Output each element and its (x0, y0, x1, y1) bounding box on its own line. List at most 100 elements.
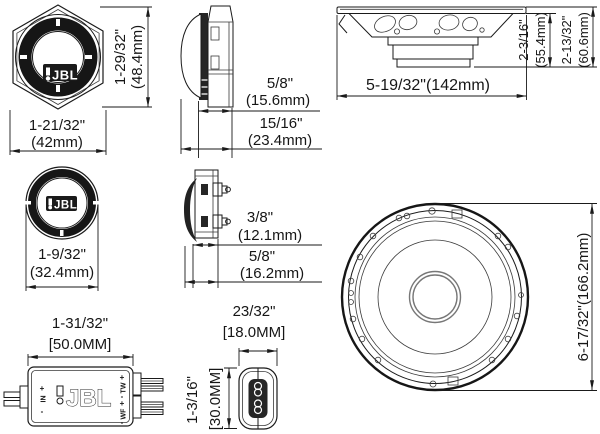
barrel-slot-1 (210, 26, 220, 41)
tweeter-small-dome-profile (184, 178, 197, 242)
tweeter-dome-profile (180, 13, 202, 99)
jbl-logo-mark-dot (45, 76, 51, 81)
woofer-surround-outer (354, 216, 516, 378)
ring-tick-bottom (56, 85, 60, 92)
woofer-total-depth-dim-1: 2-13/32" (559, 15, 574, 64)
woofer-cone-edge (377, 239, 493, 355)
magnet-ring (392, 44, 474, 60)
woofer-mount-depth-dim-2: (55.4mm) (533, 12, 548, 68)
dust-cap-outer (408, 270, 462, 324)
ring-tick-left (25, 201, 31, 205)
woofer-flange (336, 6, 527, 14)
input-prong-1 (3, 391, 21, 398)
tweeter-plus: + (120, 373, 125, 382)
woofer-plus: + (120, 399, 125, 408)
tweeter-small-depth1-dim-2: (12.1mm) (238, 227, 302, 244)
terminal-hole-4 (253, 405, 263, 415)
crossover-height-dim-2: [30.0MM] (207, 368, 224, 431)
input-label: IN (41, 396, 48, 403)
basket-hole-2 (433, 28, 440, 35)
prong-midlines (141, 380, 163, 413)
tweeter-flange-edge (199, 13, 208, 100)
basket-hole-3 (479, 27, 485, 33)
woofer-minus: - (121, 418, 124, 427)
tweeter-large-width-dim-1: 1-21/32" (29, 117, 85, 134)
jbl-logo-mark (48, 198, 52, 206)
jbl-badge (46, 196, 77, 211)
end-height-extension-lines (224, 367, 237, 429)
basket-hole-1 (393, 28, 400, 35)
tweeter-small-dome-edge (36, 177, 88, 229)
woofer-terminal-block (132, 395, 142, 419)
jbl-badge (43, 64, 77, 81)
diameter-extension-lines (437, 203, 597, 391)
tweeter-small-width-dim-2: (32.4mm) (30, 264, 94, 281)
crossover-height-dim-1: 1-3/16" (184, 376, 201, 424)
magnet-back-plate (396, 58, 471, 68)
woofer-total-depth-dim-2: (60.6mm) (576, 12, 591, 68)
crossover-width-dim-1: 1-31/32" (52, 315, 108, 332)
crossover-end-width-dim-1: 23/32" (233, 303, 276, 320)
body-detail-block-1 (201, 184, 208, 195)
tweeter-small-depth1-dim-1: 3/8" (247, 209, 273, 226)
jbl-logo-mark-dot (56, 397, 64, 405)
crossover-end-width-dim-2: [18.0MM] (223, 324, 286, 341)
terminal-top (212, 182, 231, 197)
woofer-diameter-dim: 6-17/32"(166.2mm) (575, 233, 592, 362)
end-terminal-block (248, 379, 268, 418)
jbl-logo-mark-dot (48, 205, 53, 210)
woofer-mount-depth-dim-1: 2-3/16" (516, 19, 531, 61)
tweeter-large-depth2-dim-2: (23.4mm) (248, 132, 312, 149)
width-extension-lines (27, 354, 134, 366)
jbl-logo-text: JBL (54, 200, 77, 212)
tweeter-small-depth2-dim-2: (16.2mm) (240, 265, 304, 282)
input-terminal-block (19, 385, 29, 409)
view-woofer-side: 5-19/32"(142mm) 2-3/16" (55.4mm) 2-13/32… (336, 6, 597, 100)
jbl-logo-mark (56, 385, 64, 397)
view-crossover-end: 23/32" [18.0MM] 1-3/16" [30.0MM] (184, 303, 285, 430)
depth-extension-lines (184, 239, 219, 288)
width-extension-lines (25, 205, 99, 291)
view-tweeter-front-large: JBL 1-29/32" (48.4mm) 1-21/32" (42mm) (9, 4, 152, 155)
tweeter-terminal-block (132, 372, 142, 396)
crossover-box-inner (31, 370, 130, 423)
tweeter-large-height-dim-2: (48.4mm) (129, 25, 146, 89)
tweeter-large-width-dim-2: (42mm) (31, 134, 83, 151)
height-extension-lines (100, 6, 152, 108)
tweeter-large-depth1-dim-1: 5/8" (267, 75, 293, 92)
view-crossover-top: + IN - + TW - + WF - JBL 1-31/32" [50.0M… (3, 315, 164, 427)
ring-tick-left (20, 55, 27, 59)
input-minus: - (41, 407, 44, 416)
woofer-label: WF (121, 408, 128, 420)
width-extension-lines (9, 110, 107, 155)
woofer-width-extension-lines (336, 15, 527, 100)
crossover-width-dim-2: [50.0MM] (49, 336, 112, 353)
jbl-logo-text: JBL (52, 68, 78, 83)
view-tweeter-side-small: 3/8" (12.1mm) 5/8" (16.2mm) (184, 169, 322, 288)
tweeter-large-depth2-dim-1: 15/16" (260, 115, 303, 132)
barrel-slot-2 (210, 55, 220, 70)
jbl-logo-text: JBL (66, 385, 111, 412)
ring-tick-top (56, 19, 60, 26)
ring-tick-bottom (60, 230, 64, 236)
barrel-thread-lines (208, 21, 233, 107)
input-prong-2 (3, 400, 21, 407)
tweeter-outer-ring (15, 14, 101, 100)
input-plus: + (40, 384, 45, 393)
body-detail-block-2 (201, 216, 208, 227)
basket-vent-2 (398, 14, 418, 31)
basket-vent-4 (462, 16, 478, 32)
view-tweeter-side-large: 5/8" (15.6mm) 15/16" (23.4mm) (180, 5, 322, 158)
mounting-holes (347, 207, 524, 388)
woofer-width-dim: 5-19/32"(142mm) (366, 77, 490, 94)
terminal-bottom (212, 214, 231, 229)
woofer-rim-outer (340, 202, 530, 392)
tweeter-small-body (194, 169, 219, 239)
tweeter-bezel-inner-line (16, 9, 100, 105)
jbl-logo-mark (46, 67, 50, 76)
mounting-clip (338, 14, 348, 34)
tweeter-small-depth2-dim-1: 5/8" (249, 248, 275, 265)
ring-tick-right (93, 201, 99, 205)
ring-tick-right (85, 55, 92, 59)
